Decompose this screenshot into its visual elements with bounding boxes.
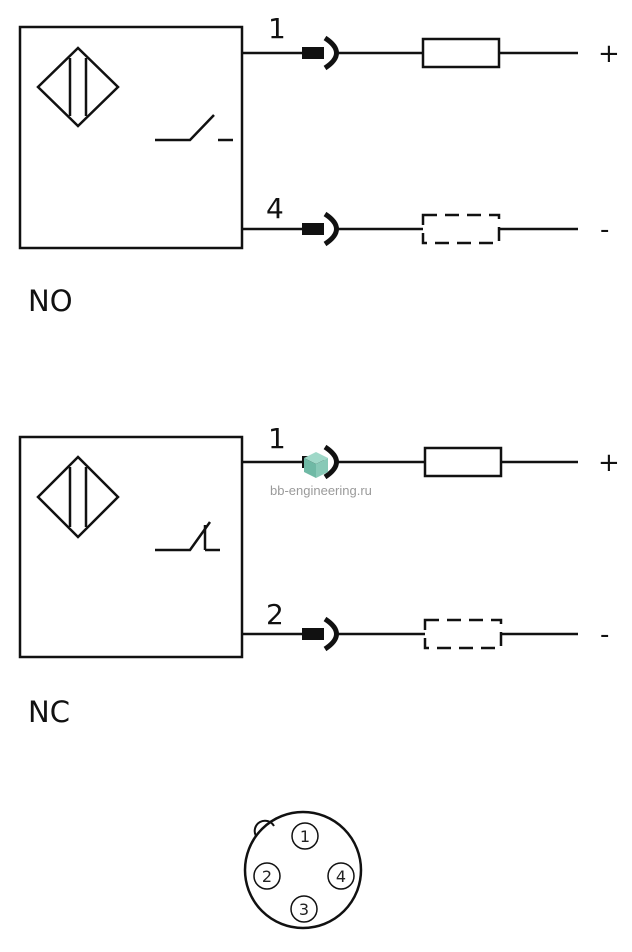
no-sensor-symbol-icon — [36, 46, 120, 128]
connector-outline — [243, 810, 363, 930]
no-bottom-pin-label: 4 — [266, 192, 284, 225]
nc-load-resistor — [423, 446, 503, 478]
nc-alt-load-dashed — [423, 618, 503, 650]
no-top-plug — [302, 47, 324, 59]
nc-minus-label: - — [600, 620, 609, 650]
nc-plus-label: + — [598, 448, 620, 478]
nc-bottom-plug — [302, 628, 324, 640]
watermark-logo-icon — [304, 452, 328, 478]
connector-pin-4-label: 4 — [336, 867, 346, 886]
nc-contact-symbol — [155, 521, 212, 552]
connector-pin-4 — [327, 862, 355, 890]
nc-top-pin-label: 1 — [268, 422, 286, 455]
nc-mode-label: NC — [28, 695, 70, 729]
connector-pin-3 — [290, 895, 318, 923]
no-plus-label: + — [598, 39, 620, 69]
nc-sensor-symbol-icon — [36, 455, 120, 539]
no-load-resistor — [421, 37, 501, 69]
no-alt-load-dashed — [421, 213, 501, 245]
no-sensor-body — [18, 25, 244, 250]
nc-bottom-pin-label: 2 — [266, 598, 284, 631]
connector-pin-3-label: 3 — [299, 900, 309, 919]
no-diagram — [18, 25, 578, 250]
connector-pin-1 — [291, 822, 319, 850]
nc-diagram — [18, 435, 578, 659]
no-top-pin-label: 1 — [268, 12, 286, 45]
no-minus-label: - — [600, 215, 609, 245]
connector-pinout — [243, 810, 363, 930]
connector-pin-2-label: 2 — [262, 867, 272, 886]
no-contact-symbol — [155, 114, 215, 142]
connector-pin-1-label: 1 — [300, 827, 310, 846]
nc-sensor-body — [18, 435, 244, 659]
watermark-text: bb-engineering.ru — [270, 483, 372, 498]
connector-key-notch — [253, 819, 275, 837]
connector-pin-2 — [253, 862, 281, 890]
no-mode-label: NO — [28, 284, 73, 318]
no-bottom-plug — [302, 223, 324, 235]
